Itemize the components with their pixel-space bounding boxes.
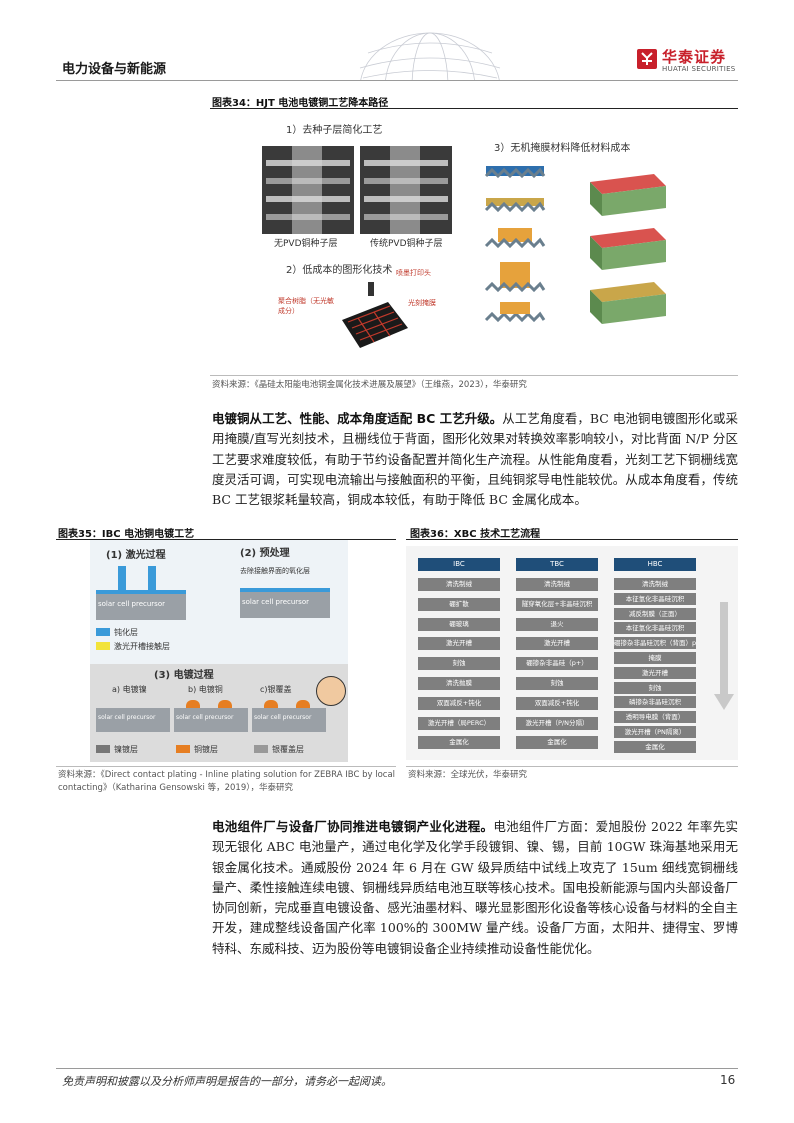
fig36-step-cell: 硼掺杂非晶硅沉积（背面）p+ <box>614 637 696 650</box>
fig36-step-cell: 硼扩散 <box>418 597 500 611</box>
footer-divider <box>56 1068 738 1069</box>
fig35-precursor-3: solar cell precursor <box>98 714 156 721</box>
fig36-step-cell: 退火 <box>516 617 598 631</box>
fig36-step-cell: 硼掺杂非晶硅（p+） <box>516 657 598 671</box>
paragraph-ind-lead: 电池组件厂与设备厂协同推进电镀铜产业化进程。 <box>212 819 494 834</box>
fig36-step-cell: 激光开槽（局PERC） <box>418 716 500 730</box>
fig34-micrograph-a <box>262 146 354 234</box>
section-title: 电力设备与新能源 <box>62 62 167 77</box>
fig35-p2-note: 去除接触界面的氧化层 <box>240 567 310 575</box>
fig36-step-cell: 金属化 <box>418 736 500 750</box>
fig36-step-cell: 本征氢化非晶硅沉积 <box>614 592 696 605</box>
fig36-title: 图表36：XBC 技术工艺流程 <box>410 529 541 540</box>
fig36-step-cell: 激光开槽 <box>516 637 598 651</box>
fig36-source: 资料来源：全球光伏，华泰研究 <box>408 770 528 780</box>
fig35-source-rule <box>56 766 396 767</box>
header-divider <box>56 80 738 81</box>
paragraph-industrialization: 电池组件厂与设备厂协同推进电镀铜产业化进程。电池组件厂方面：爱旭股份 2022 … <box>212 817 738 959</box>
fig35-legend-passivation: 钝化层 <box>114 628 138 637</box>
fig34-micrograph-b <box>360 146 452 234</box>
fig36-step-cell: 掩膜 <box>614 652 696 664</box>
logo-text-cn: 华泰证券 <box>662 48 727 66</box>
fig36-col-head-ibc: IBC <box>418 558 500 571</box>
fig36-step-cell: 清洗制绒 <box>516 578 598 591</box>
fig34-title: 图表34：HJT 电池电镀铜工艺降本路径 <box>212 98 389 109</box>
fig34-note-mask: 光刻掩膜 <box>408 299 436 307</box>
fig35-p2: (2) 预处理 <box>240 548 290 559</box>
fig35-precursor-5: solar cell precursor <box>254 714 312 721</box>
fig35-precursor-4: solar cell precursor <box>176 714 234 721</box>
fig35-legend-ag: 银覆盖层 <box>272 745 304 754</box>
fig36-step-cell: 透明导电膜（背面） <box>614 711 696 724</box>
fig34-step3: 3）无机掩膜材料降低材料成本 <box>494 143 631 154</box>
paragraph-bc-lead: 电镀铜从工艺、性能、成本角度适配 BC 工艺升级。 <box>212 411 503 426</box>
globe-watermark <box>359 32 501 80</box>
fig36-col-head-tbc: TBC <box>516 558 598 571</box>
fig35-legend-cu: 铜镀层 <box>194 745 218 754</box>
huatai-logo: 华泰证券 HUATAI SECURITIES <box>636 46 740 76</box>
fig34-note-spray: 喷墨打印头 <box>396 269 431 277</box>
fig35-title-rule <box>56 539 396 540</box>
fig34-label-b: 传统PVD铜种子层 <box>370 239 443 249</box>
logo-text-en: HUATAI SECURITIES <box>662 65 736 73</box>
logo-mark-icon <box>637 49 657 69</box>
page-number: 16 <box>720 1073 736 1087</box>
fig35-precursor-2: solar cell precursor <box>242 598 309 606</box>
fig35-precursor-1: solar cell precursor <box>98 600 165 608</box>
fig36-step-cell: 激光开槽（PN隔离） <box>614 726 696 738</box>
fig36-step-cell: 清洗抛膜 <box>418 677 500 690</box>
fig35-diagram: (1) 激光过程 (2) 预处理 去除接触界面的氧化层 solar cell p… <box>90 540 348 762</box>
fig36-step-cell: 双面减反+钝化 <box>516 696 598 710</box>
fig36-col-head-hbc: HBC <box>614 558 696 571</box>
footer-disclaimer: 免责声明和披露以及分析师声明是报告的一部分，请务必一起阅读。 <box>62 1075 392 1088</box>
fig35-title: 图表35：IBC 电池铜电镀工艺 <box>58 529 195 540</box>
fig34-source-rule <box>210 375 738 376</box>
fig36-step-cell: 本征氢化非晶硅沉积 <box>614 622 696 635</box>
fig34-label-a: 无PVD铜种子层 <box>274 239 338 249</box>
fig36-step-cell: 金属化 <box>516 736 598 750</box>
fig36-step-cell: 激光开槽 <box>418 637 500 651</box>
fig36-step-cell: 刻蚀 <box>516 677 598 690</box>
fig36-title-rule <box>406 539 738 540</box>
fig36-step-cell: 清洗制绒 <box>614 578 696 590</box>
fig36-step-cell: 刻蚀 <box>418 657 500 671</box>
fig35-p3: (3) 电镀过程 <box>154 670 214 681</box>
fig34-wafer-graphic <box>342 282 408 348</box>
fig35-source: 资料来源：《Direct contact plating - Inline pl… <box>58 770 396 793</box>
paragraph-bc-body: 从工艺角度看，BC 电池铜电镀图形化或采用掩膜/直写光刻技术，且栅线位于背面，图… <box>212 411 738 508</box>
fig36-step-cell: 金属化 <box>614 740 696 753</box>
fig34-source: 资料来源：《晶硅太阳能电池铜金属化技术进展及展望》（王维燕，2023），华泰研究 <box>212 380 527 390</box>
fig36-source-rule <box>406 766 738 767</box>
fig36-step-cell: 硼玻璃 <box>418 617 500 631</box>
fig36-step-cell: 激光开槽 <box>614 666 696 679</box>
fig35-step-a: a) 电镀镍 <box>112 685 147 694</box>
fig36-down-arrow-icon <box>714 602 734 710</box>
fig36-step-cell: 激光开槽（P/N分隔） <box>516 716 598 730</box>
paragraph-bc-upgrade: 电镀铜从工艺、性能、成本角度适配 BC 工艺升级。从工艺角度看，BC 电池铜电镀… <box>212 409 738 510</box>
fig34-step1: 1）去种子层简化工艺 <box>286 125 383 136</box>
fig34-note-poly: 聚合树脂（无光敏成分） <box>278 297 334 315</box>
fig36-step-cell: 隧穿氧化层+非晶硅沉积 <box>516 597 598 611</box>
paragraph-ind-body: 电池组件厂方面：爱旭股份 2022 年率先实现无银化 ABC 电池量产，通过电化… <box>212 819 738 956</box>
fig36-step-cell: 磷掺杂非晶硅沉积 <box>614 696 696 709</box>
fig36-step-cell: 减反制膜（正面） <box>614 607 696 620</box>
fig34-title-rule <box>210 108 738 109</box>
fig36-step-cell: 双面减反+钝化 <box>418 696 500 710</box>
fig35-legend-ni: 镍镀层 <box>114 745 138 754</box>
fig36-step-cell: 清洗制绒 <box>418 578 500 591</box>
fig35-step-c: c)银覆盖 <box>260 685 292 694</box>
fig36-step-cell: 刻蚀 <box>614 681 696 694</box>
fig35-step-b: b) 电镀铜 <box>188 685 223 694</box>
fig35-legend-laser: 激光开槽接触层 <box>114 642 170 651</box>
fig34-step2: 2）低成本的图形化技术 <box>286 265 393 276</box>
fig35-p1: (1) 激光过程 <box>106 550 166 561</box>
fig34-mask-flow-graphic <box>484 166 666 324</box>
